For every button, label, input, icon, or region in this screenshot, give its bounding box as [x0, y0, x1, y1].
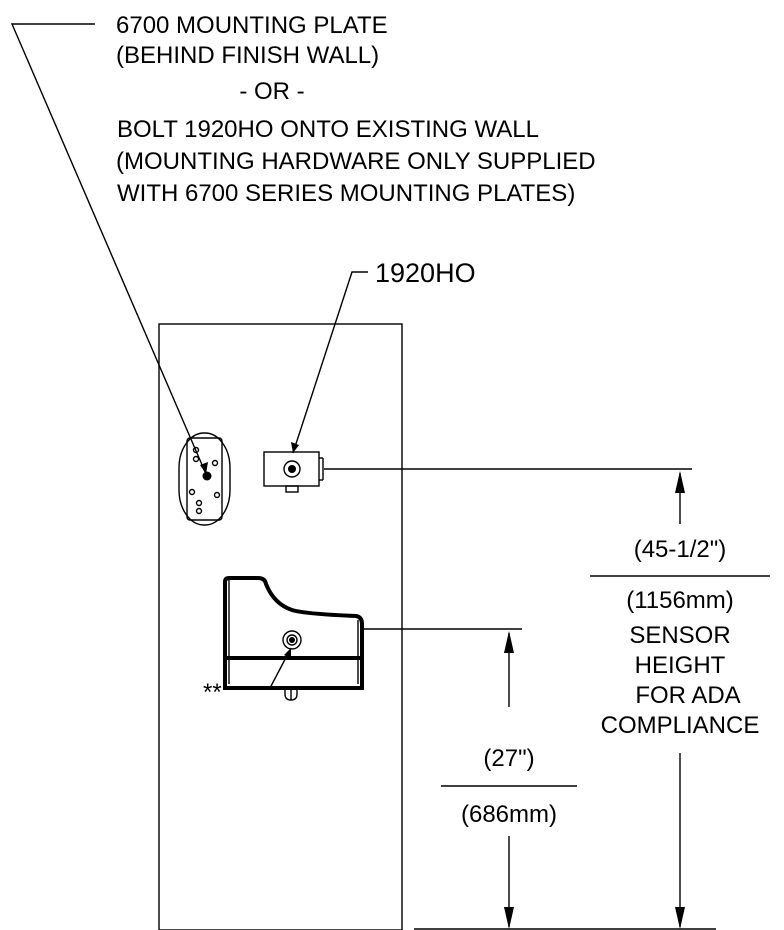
- mounting-plate-leader: [10, 23, 208, 475]
- mounting-plate-label-line-3: - OR -: [239, 78, 304, 105]
- fountain-unit: [223, 576, 364, 701]
- sensor-height-note-line-4: COMPLIANCE: [601, 712, 760, 739]
- sensor-unit-label: 1920HO: [375, 258, 476, 288]
- mounting-plate-label-line-6: WITH 6700 SERIES MOUNTING PLATES): [117, 180, 575, 207]
- sensor-height-dimension: [590, 471, 770, 929]
- sensor-unit-1920ho: [263, 451, 324, 493]
- spout-leader: [246, 647, 292, 689]
- spout-height-imperial: (27"): [483, 745, 534, 772]
- finish-wall: [158, 323, 403, 930]
- sensor-unit-leader: [291, 271, 368, 454]
- spout-height-metric: (686mm): [461, 801, 557, 828]
- sensor-height-note-line-2: HEIGHT: [635, 652, 726, 679]
- mounting-plate: [178, 432, 231, 526]
- mounting-plate-label-line-2: (BEHIND FINISH WALL): [116, 42, 379, 69]
- sensor-height-note-line-1: SENSOR: [629, 622, 730, 649]
- mounting-plate-label-line-1: 6700 MOUNTING PLATE: [116, 12, 388, 39]
- sensor-height-note-line-3: FOR ADA: [635, 682, 740, 709]
- mounting-plate-label-line-4: BOLT 1920HO ONTO EXISTING WALL: [117, 116, 539, 143]
- spout-label: **: [203, 679, 222, 706]
- sensor-height-metric: (1156mm): [626, 587, 734, 614]
- sensor-height-imperial: (45-1/2"): [634, 536, 727, 563]
- mounting-plate-label-line-5: (MOUNTING HARDWARE ONLY SUPPLIED: [116, 148, 596, 175]
- spout-height-dimension: [441, 631, 577, 929]
